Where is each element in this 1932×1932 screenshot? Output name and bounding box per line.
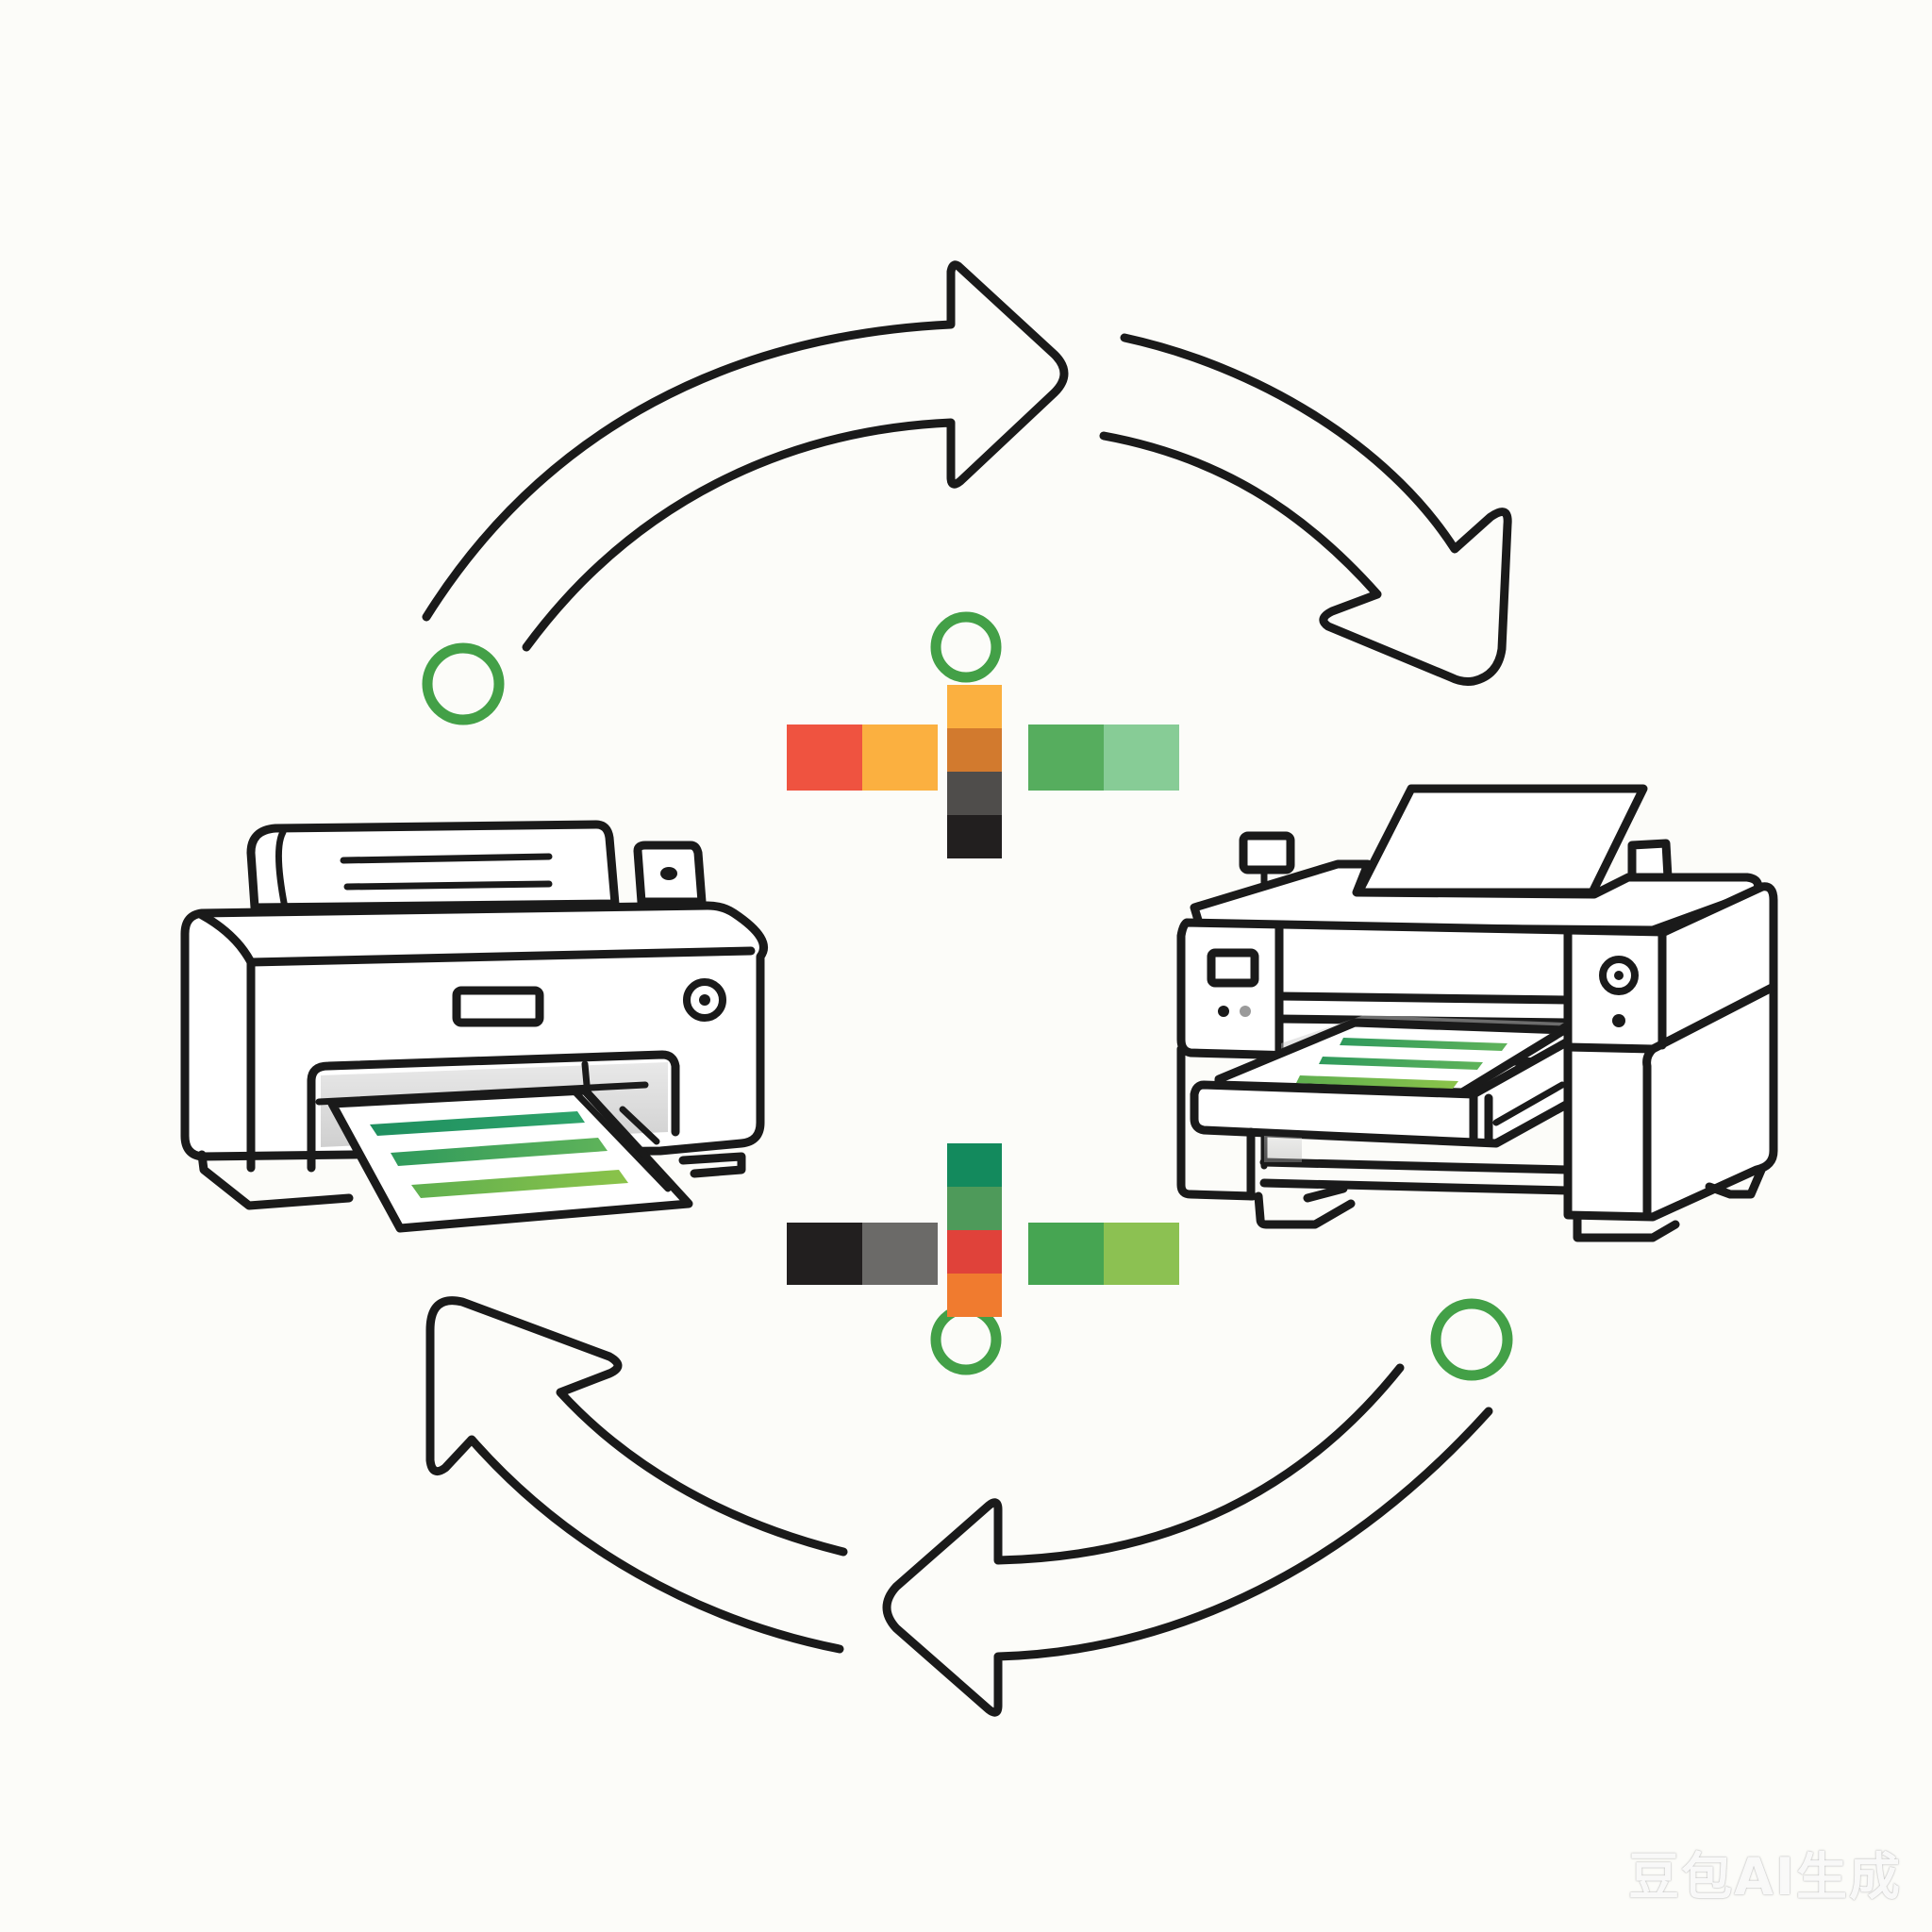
bottom-column-swatch-3: [947, 1230, 1002, 1274]
cycle-arrow-bottom: [882, 1363, 1493, 1717]
cycle-arrow-top: [422, 260, 1069, 652]
cycle-arrow-left: [425, 1296, 848, 1654]
cycle-arrow-right: [1099, 333, 1512, 686]
bottom-column-swatch-2: [947, 1187, 1002, 1230]
color-swatches-top: [787, 685, 1179, 858]
bottom-right-swatch-1: [1028, 1223, 1104, 1285]
bottom-left-swatch-2: [862, 1223, 938, 1285]
color-swatches-bottom: [787, 1143, 1179, 1317]
connector-marker-bottom-center: [930, 1304, 1002, 1375]
connector-marker-top-left: [422, 642, 505, 725]
top-column-swatch-4: [947, 815, 1002, 858]
bottom-right-swatch-2: [1104, 1223, 1179, 1285]
top-column-swatch-2: [947, 728, 1002, 772]
watermark-text: 豆包AI生成: [1628, 1847, 1902, 1907]
large-format-printer-icon: [1176, 784, 1778, 1242]
connector-marker-bottom-right: [1430, 1298, 1513, 1381]
top-left-swatch-2: [862, 724, 938, 791]
top-column-swatch-3: [947, 772, 1002, 815]
bottom-column-swatch-4: [947, 1274, 1002, 1317]
bottom-column-swatch-1: [947, 1143, 1002, 1187]
top-left-swatch-1: [787, 724, 862, 791]
top-right-swatch-2: [1104, 724, 1179, 791]
top-column-swatch-1: [947, 685, 1002, 728]
connector-marker-top-center: [930, 611, 1002, 683]
top-right-swatch-1: [1028, 724, 1104, 791]
bottom-left-swatch-1: [787, 1223, 862, 1285]
printer-icon: [180, 820, 768, 1233]
